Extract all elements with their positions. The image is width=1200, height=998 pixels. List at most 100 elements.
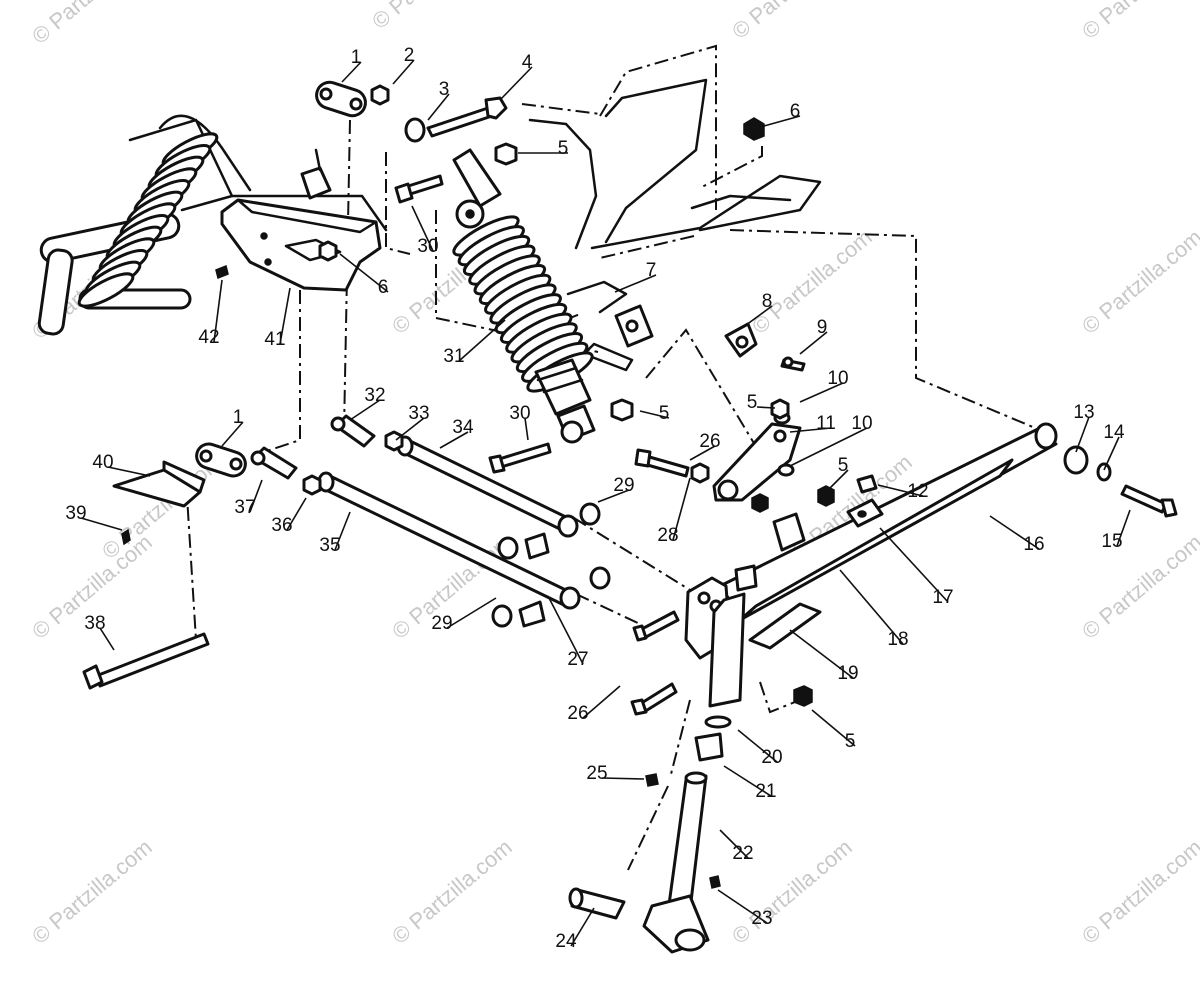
callout-leader-line — [213, 279, 223, 343]
callout-leader-line — [789, 427, 832, 433]
callout-number-3: 3 — [439, 79, 450, 100]
callout-leader-line — [221, 421, 244, 447]
nut-part-28-b — [751, 493, 769, 513]
spindle-part-22 — [642, 771, 710, 954]
callout-leader-line — [689, 445, 716, 461]
callout-number-37: 37 — [234, 497, 255, 518]
callout-leader-line — [458, 319, 506, 362]
callout-leader-line — [639, 410, 670, 419]
bolt-part-26-lower-b — [630, 682, 678, 716]
screw-part-42 — [215, 264, 229, 280]
callout-number-32: 32 — [364, 385, 385, 406]
callout-number-41: 41 — [264, 329, 285, 350]
callout-number-31: 31 — [443, 346, 464, 367]
bushing-part-13 — [1063, 445, 1089, 475]
screw-part-9 — [780, 356, 806, 372]
callout-number-8: 8 — [762, 291, 773, 312]
callout-leader-line — [879, 527, 949, 603]
pin-part-24 — [568, 887, 626, 920]
upper-mount-bracket-part-41 — [220, 148, 382, 292]
callout-leader-line — [395, 417, 425, 441]
bolt-part-30-upper — [394, 174, 444, 204]
nut-part-5-top — [494, 142, 518, 166]
bushing-part-21 — [694, 732, 724, 762]
callout-number-42: 42 — [198, 327, 219, 348]
callout-number-21: 21 — [755, 781, 776, 802]
callout-number-29: 29 — [613, 475, 634, 496]
bolt-part-26-upper — [634, 448, 690, 478]
callout-number-12: 12 — [907, 481, 928, 502]
callout-number-36: 36 — [271, 515, 292, 536]
callout-number-10: 10 — [851, 413, 872, 434]
callout-leader-line — [1103, 436, 1120, 471]
screw-part-23 — [709, 875, 721, 889]
callout-number-22: 22 — [732, 843, 753, 864]
callout-leader-line — [614, 274, 657, 293]
washer-part-20 — [704, 715, 732, 729]
bolt-part-15 — [1120, 484, 1178, 518]
watermark-text: © Partzilla.com — [367, 0, 497, 34]
callout-number-25: 25 — [586, 763, 607, 784]
spindle-housing — [684, 576, 746, 708]
callout-number-4: 4 — [522, 52, 533, 73]
rod-end-part-32 — [330, 414, 376, 448]
bushing-part-19 — [734, 564, 758, 592]
callout-leader-line — [799, 382, 844, 403]
callout-leader-line — [107, 466, 151, 477]
callout-leader-line — [582, 685, 621, 719]
callout-leader-line — [877, 484, 924, 497]
callout-leader-line — [756, 406, 776, 409]
shock-absorber-part-31 — [452, 148, 596, 444]
callout-leader-line — [799, 331, 828, 355]
callout-number-13: 13 — [1073, 402, 1094, 423]
tie-rod-part-35 — [317, 471, 581, 610]
washer-part-3 — [404, 117, 426, 143]
link-plate-part-1-top — [315, 80, 367, 118]
callout-number-30: 30 — [417, 236, 438, 257]
callout-number-27: 27 — [567, 649, 588, 670]
callout-number-23: 23 — [751, 908, 772, 929]
clip-part-17 — [846, 498, 884, 528]
link-plate-part-1-lower — [195, 442, 247, 478]
spring-coil — [77, 272, 135, 308]
chassis-frame — [128, 78, 822, 372]
watermark-text: © Partzilla.com — [1077, 224, 1200, 338]
callout-leader-line — [349, 399, 381, 421]
callout-leader-line — [547, 595, 584, 665]
callout-leader-line — [789, 427, 868, 467]
callout-leader-line — [279, 287, 291, 345]
washer-part-10-b — [777, 463, 795, 477]
callout-leader-line — [341, 61, 362, 83]
bolt-part-26-lower-a — [632, 610, 680, 642]
callout-leader-line — [737, 729, 778, 763]
nut-part-6-right — [743, 117, 765, 141]
callout-number-28: 28 — [657, 525, 678, 546]
callout-number-1: 1 — [351, 47, 362, 68]
callout-number-33: 33 — [408, 403, 429, 424]
callout-number-29: 29 — [431, 613, 452, 634]
watermark-text: © Partzilla.com — [387, 834, 517, 948]
callout-leader-line — [80, 517, 123, 531]
bolt-part-30-lower — [488, 442, 552, 474]
callout-number-30: 30 — [509, 403, 530, 424]
callout-leader-line — [286, 497, 307, 531]
callout-number-9: 9 — [817, 317, 828, 338]
callout-leader-line — [825, 469, 849, 493]
callout-leader-line — [411, 205, 434, 252]
nut-part-33 — [384, 430, 404, 452]
callout-number-15: 15 — [1101, 531, 1122, 552]
callout-number-14: 14 — [1103, 422, 1125, 443]
callout-leader-line — [601, 777, 645, 780]
watermark-text: © Partzilla.com — [1077, 834, 1200, 948]
nut-part-2 — [370, 84, 390, 106]
callout-number-5: 5 — [747, 392, 758, 413]
nut-part-6-bracket — [318, 240, 338, 262]
callout-number-5: 5 — [558, 138, 569, 159]
callout-leader-line — [99, 627, 115, 651]
clamp-part-8 — [724, 322, 758, 358]
callout-number-19: 19 — [837, 663, 858, 684]
watermark-text: © Partzilla.com — [727, 0, 857, 44]
nut-part-28-a — [690, 462, 710, 484]
